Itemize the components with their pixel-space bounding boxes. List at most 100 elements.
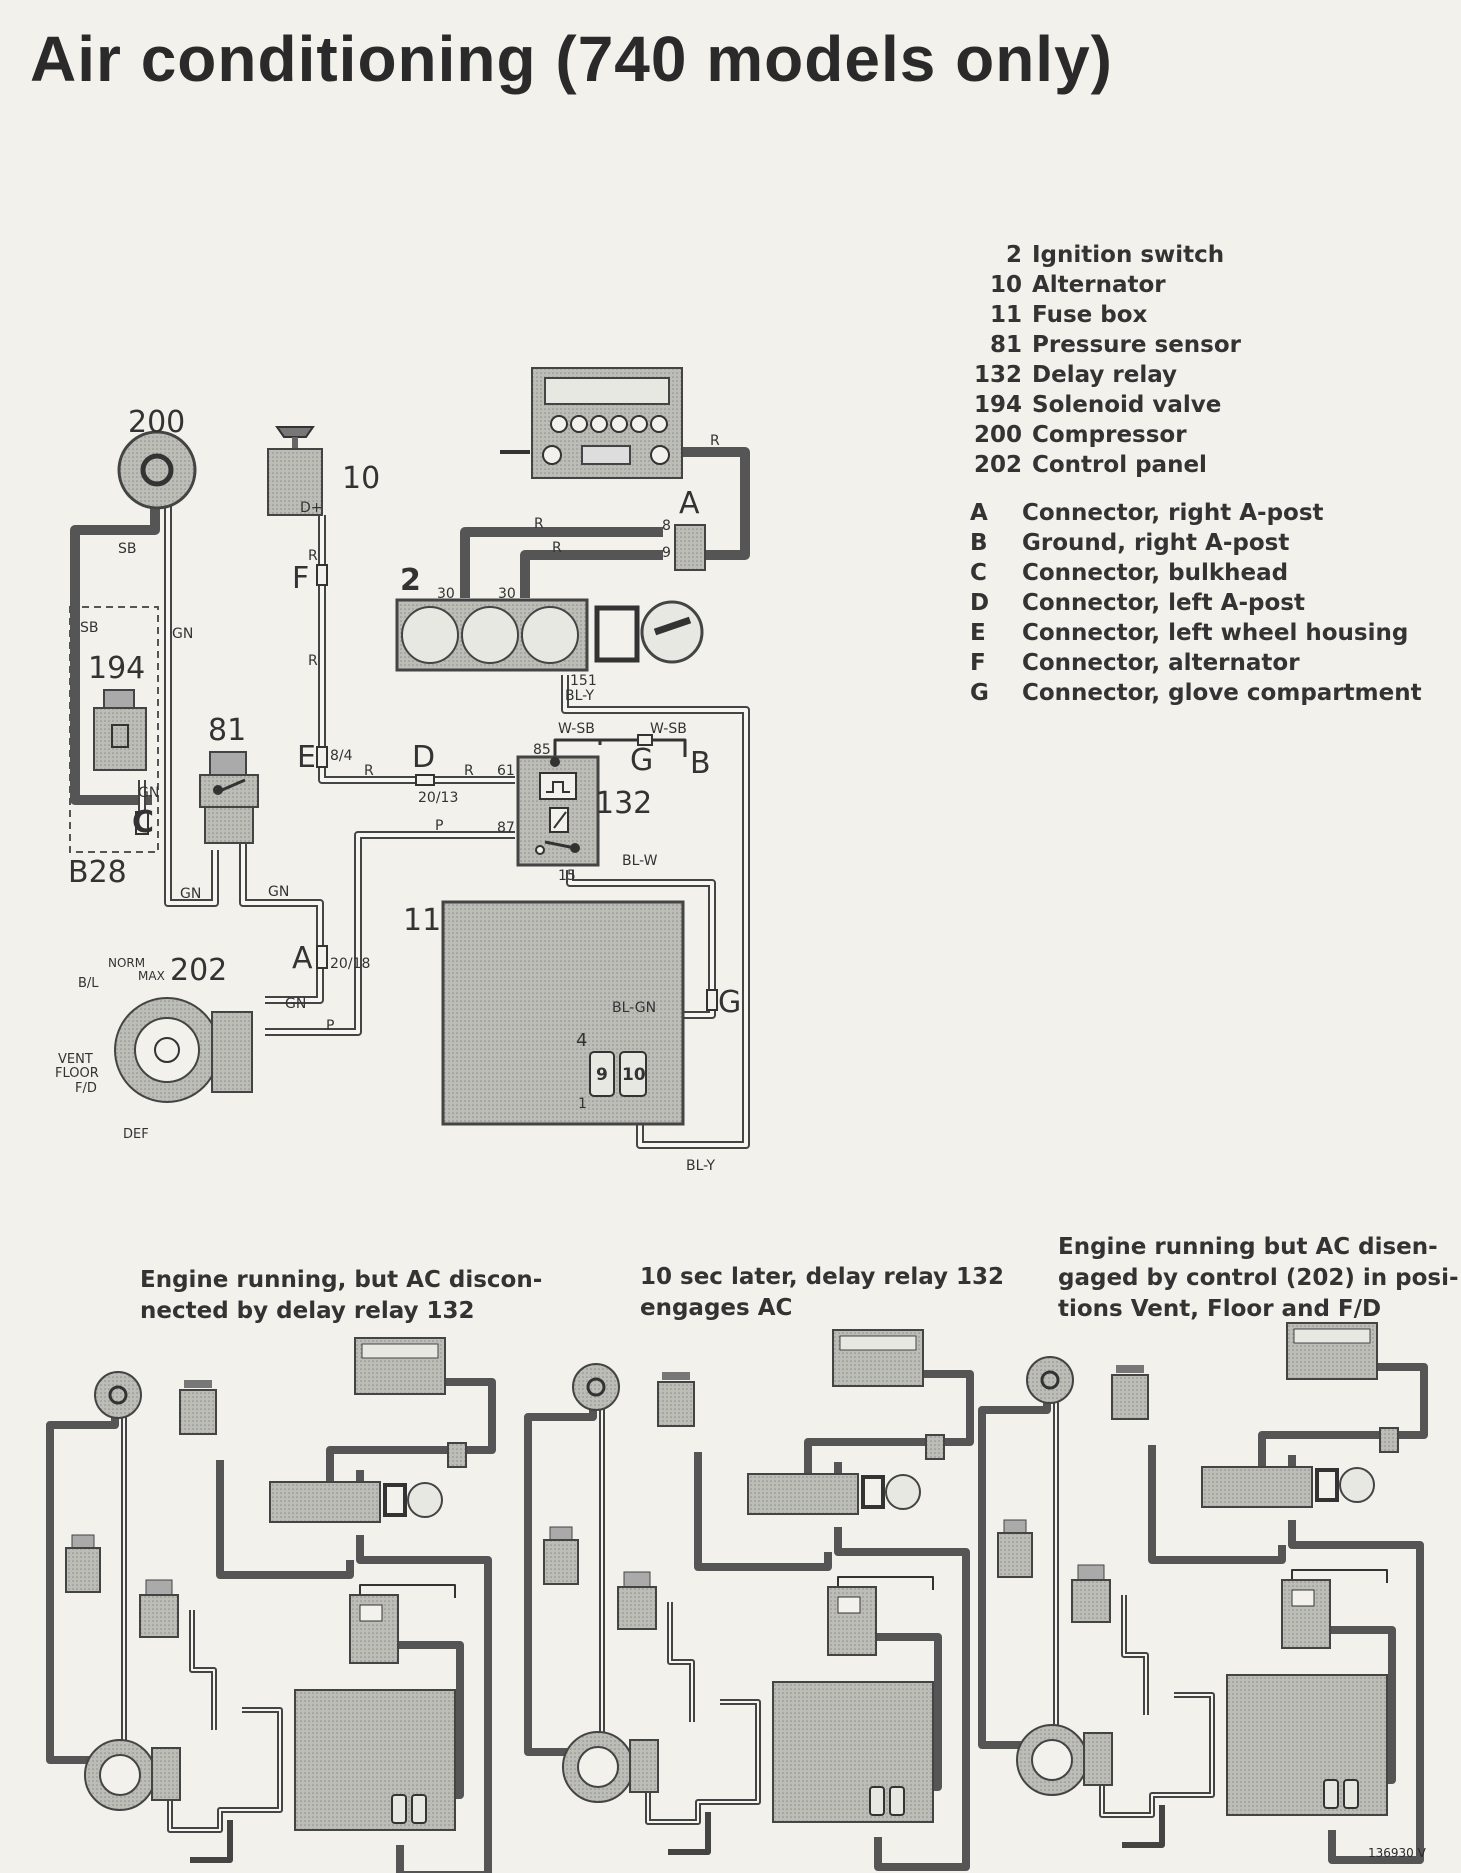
label-200: 200 xyxy=(128,405,185,440)
wire-code-w-sb: W-SB xyxy=(650,721,687,737)
label-10: 10 xyxy=(342,461,380,496)
connector-e xyxy=(316,746,328,768)
label-connector-b: B xyxy=(690,746,711,781)
terminal-85: 85 xyxy=(533,742,551,758)
ignition-switch-2 xyxy=(395,598,704,672)
delay-relay-132 xyxy=(516,755,600,867)
wire-code-r: R xyxy=(464,763,474,779)
legend-label: Alternator xyxy=(1032,272,1166,298)
wire-code-sb: SB xyxy=(118,541,137,557)
state-diagram-engaged xyxy=(528,1330,970,1867)
caption-line: Engine running but AC disen- xyxy=(1058,1234,1438,1260)
legend-label: Solenoid valve xyxy=(1032,392,1222,418)
wire-code-gn: GN xyxy=(138,785,159,801)
terminal-1: 1 xyxy=(578,1096,587,1112)
connector-a-left xyxy=(316,945,328,969)
fuse-9: 9 xyxy=(596,1065,608,1085)
state-diagram-disconnected xyxy=(46,1337,496,1873)
fuse-10: 10 xyxy=(622,1065,646,1085)
legend-number: 194 xyxy=(973,392,1022,418)
connector-g-main xyxy=(706,989,718,1011)
label-connector-g-main: G xyxy=(718,985,741,1020)
label-fd: F/D xyxy=(75,1081,97,1096)
legend-label: Connector, glove compartment xyxy=(1022,680,1422,706)
wire-code-gn: GN xyxy=(172,626,193,642)
legend-label: Pressure sensor xyxy=(1032,332,1241,358)
terminal-61: 61 xyxy=(497,763,515,779)
terminal-15: 15 xyxy=(558,868,576,884)
wire-code-bl-y: BL-Y xyxy=(686,1158,716,1174)
pressure-sensor-81 xyxy=(199,751,259,844)
label-2: 2 xyxy=(400,563,421,598)
terminal-151: 151 xyxy=(570,673,597,689)
control-panel-202 xyxy=(114,997,253,1103)
terminal-8: 8 xyxy=(662,518,671,534)
wire-code-r: R xyxy=(364,763,374,779)
label-194: 194 xyxy=(88,651,145,686)
legend-label: Delay relay xyxy=(1032,362,1178,388)
legend-label: Control panel xyxy=(1032,452,1207,478)
wire-code-bl-y: BL-Y xyxy=(565,688,595,704)
wire-code-gn: GN xyxy=(268,884,289,900)
legend-item: A Connector, right A-post xyxy=(970,498,1422,528)
label-floor: FLOOR xyxy=(55,1066,99,1081)
compressor-200 xyxy=(117,430,197,510)
legend-letter: F xyxy=(970,650,986,676)
label-202: 202 xyxy=(170,953,227,988)
connector-c xyxy=(135,811,149,835)
connector-e-pin: 8/4 xyxy=(330,748,353,764)
caption-line: gaged by control (202) in posi- xyxy=(1058,1265,1459,1291)
legend-number: 132 xyxy=(973,362,1022,388)
connector-d xyxy=(415,774,435,786)
legend-label: Connector, left A-post xyxy=(1022,590,1305,616)
wire-code-bl-w: BL-W xyxy=(622,853,658,869)
label-connector-a-left: A xyxy=(292,941,313,976)
legend-label: Compressor xyxy=(1032,422,1187,448)
wire-code-gn: GN xyxy=(285,996,306,1012)
legend-letter: G xyxy=(970,680,989,706)
label-81: 81 xyxy=(208,713,246,748)
legend-label: Connector, right A-post xyxy=(1022,500,1324,526)
terminal-30: 30 xyxy=(498,586,516,602)
legend-letter: B xyxy=(970,530,988,556)
legend-item: G Connector, glove compartment xyxy=(970,678,1422,708)
legend-number: 11 xyxy=(989,302,1022,328)
caption-left: Engine running, but AC discon- nected by… xyxy=(140,1265,542,1327)
label-norm: NORM xyxy=(108,956,145,970)
label-connector-e: E xyxy=(297,740,316,775)
legend-label: Ignition switch xyxy=(1032,242,1225,268)
legend-item: F Connector, alternator xyxy=(970,648,1422,678)
caption-right: Engine running but AC disen- gaged by co… xyxy=(1058,1232,1459,1325)
label-11: 11 xyxy=(403,903,441,938)
legend-number: 81 xyxy=(989,332,1022,358)
label-max: MAX xyxy=(138,969,165,983)
legend-letter: E xyxy=(970,620,986,646)
wire-code-r: R xyxy=(534,516,544,532)
wire-code-r: R xyxy=(308,653,318,669)
caption-line: Engine running, but AC discon- xyxy=(140,1267,543,1293)
terminal-dplus: D+ xyxy=(300,500,323,516)
alternator-10 xyxy=(267,426,323,516)
legend-letter: A xyxy=(970,500,988,526)
wire-code-gn: GN xyxy=(180,886,201,902)
wire-code-p: P xyxy=(435,818,443,834)
legend-label: Connector, bulkhead xyxy=(1022,560,1289,586)
connector-f xyxy=(316,564,328,586)
wires xyxy=(70,447,750,1149)
connector-g-ground xyxy=(637,734,653,746)
state-diagram-disengaged xyxy=(982,1323,1424,1860)
wire-code-sb: SB xyxy=(80,620,99,636)
connector-d-pin: 20/13 xyxy=(418,790,458,806)
label-vent: VENT xyxy=(58,1052,93,1067)
wire-code-w-sb: W-SB xyxy=(558,721,595,737)
legend-label: Connector, alternator xyxy=(1022,650,1300,676)
caption-line: 10 sec later, delay relay 132 xyxy=(640,1264,1005,1290)
legend-item: 81 Pressure sensor xyxy=(970,330,1422,360)
